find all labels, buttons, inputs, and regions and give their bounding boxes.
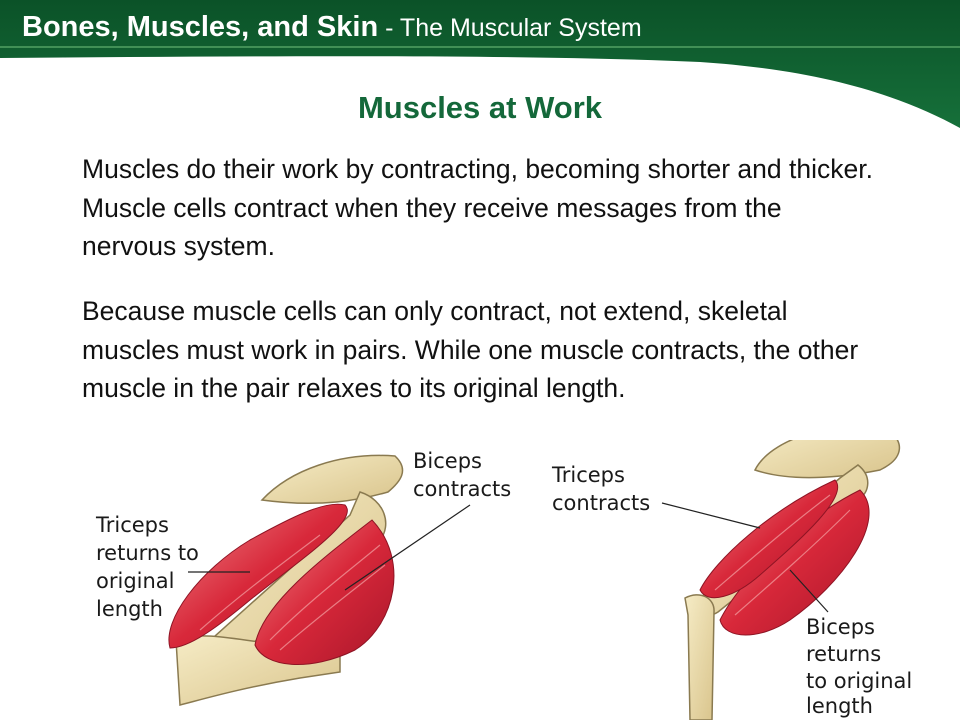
arm-figure: Biceps contracts Triceps returns to orig… xyxy=(95,440,919,720)
right-muscle-fiber-lines xyxy=(714,494,851,616)
header-title: Bones, Muscles, and Skin - The Muscular … xyxy=(22,9,642,45)
right-scapula-bone xyxy=(753,440,901,479)
right-forearm-bone xyxy=(684,594,715,720)
left-biceps-muscle xyxy=(254,519,395,666)
header-title-main: Bones, Muscles, and Skin xyxy=(22,11,379,43)
right-biceps-label: Biceps returns to original length xyxy=(806,615,919,718)
header-title-sub: - The Muscular System xyxy=(378,14,642,42)
right-triceps-label: Triceps contracts xyxy=(551,463,650,515)
right-biceps-leader-line xyxy=(789,569,829,613)
left-scapula-bone xyxy=(260,454,404,505)
left-biceps-label: Biceps contracts xyxy=(413,449,511,501)
paragraph-2: Because muscle cells can only contract, … xyxy=(82,296,859,403)
left-arm-illustration: Biceps contracts Triceps returns to orig… xyxy=(95,449,511,706)
left-triceps-muscle xyxy=(168,503,348,649)
right-biceps-muscle xyxy=(699,479,838,599)
header-swoosh xyxy=(0,0,960,128)
paragraph-1: Muscles do their work by contracting, be… xyxy=(82,154,873,261)
left-biceps-leader-line xyxy=(344,504,471,591)
right-triceps-leader-line xyxy=(661,502,761,529)
right-arm-illustration: Triceps contracts Biceps returns to orig… xyxy=(551,440,919,720)
slide-title: Muscles at Work xyxy=(357,90,603,125)
header-band xyxy=(0,0,960,128)
left-triceps-label: Triceps returns to original length xyxy=(95,513,206,621)
left-muscle-fiber-lines xyxy=(199,534,386,651)
